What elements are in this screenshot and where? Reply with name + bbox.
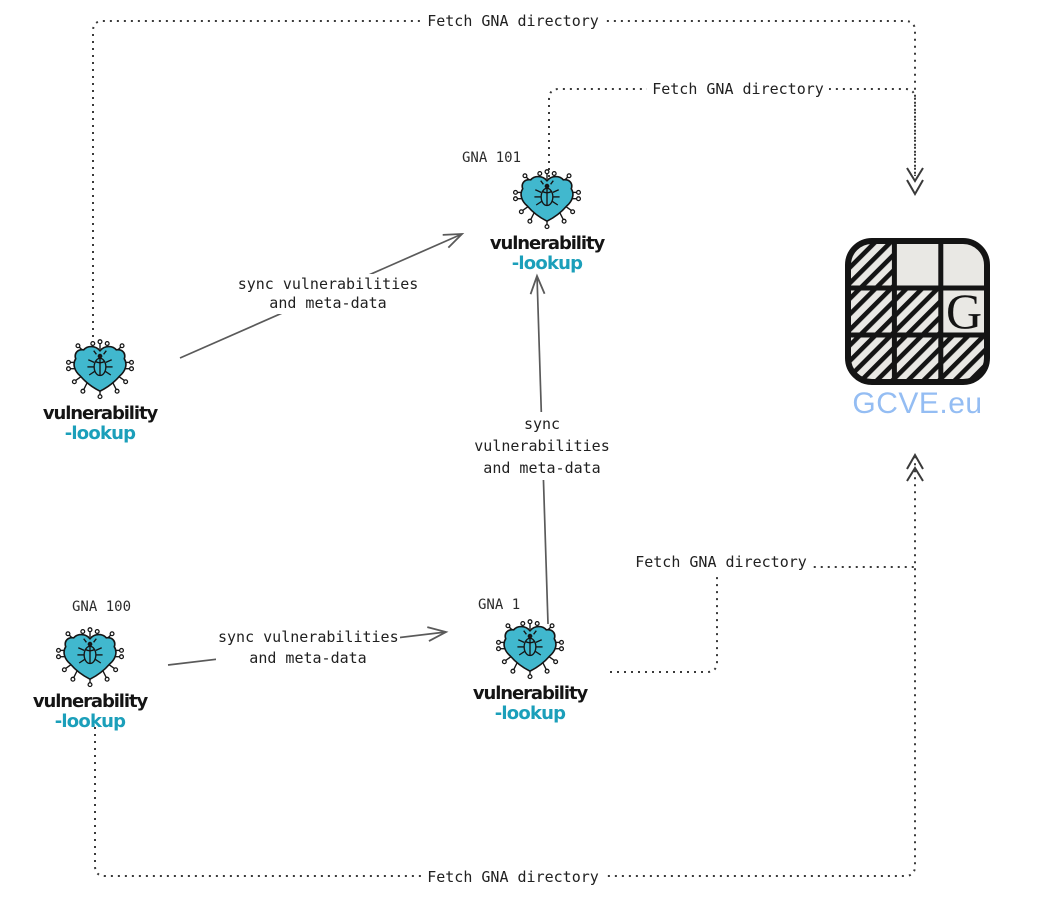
gcve-caption: GCVE.eu xyxy=(852,387,983,420)
vulnerability-lookup-node-gna101: vulnerability -lookup xyxy=(472,169,622,273)
vulnerability-lookup-wordmark: vulnerability -lookup xyxy=(489,233,605,274)
vulnerability-lookup-icon xyxy=(65,339,135,400)
sync-lower-line1: sync vulnerabilities xyxy=(218,628,399,646)
brand-line1: vulnerability xyxy=(489,233,605,254)
sync-lower-line2: and meta-data xyxy=(249,649,367,667)
sync-upper-line2: and meta-data xyxy=(269,294,387,312)
vulnerability-lookup-wordmark: vulnerability -lookup xyxy=(472,683,588,724)
gna1-label: GNA 1 xyxy=(478,597,521,613)
edge-label-fetch-mid: Fetch GNA directory xyxy=(630,552,812,573)
gna100-label: GNA 100 xyxy=(72,599,132,615)
edge-label-fetch-top: Fetch GNA directory xyxy=(422,11,604,32)
brand-line2: -lookup xyxy=(54,711,126,732)
gna101-label: GNA 101 xyxy=(462,150,522,166)
vulnerability-lookup-node-gna100: vulnerability -lookup xyxy=(15,627,165,731)
vulnerability-lookup-node-left: vulnerability -lookup xyxy=(25,339,175,443)
arrowhead-down-icon xyxy=(906,167,924,197)
vulnerability-lookup-icon xyxy=(55,627,125,688)
edge-label-fetch-bottom: Fetch GNA directory xyxy=(422,867,604,888)
sync-vertical-line1: sync xyxy=(523,415,561,433)
sync-vertical-line3: and meta-data xyxy=(483,459,601,477)
brand-line2: -lookup xyxy=(494,703,566,724)
edge-label-sync-vertical: sync vulnerabilities and meta-data xyxy=(464,412,620,480)
edge-label-sync-lower: sync vulnerabilities and meta-data xyxy=(216,626,400,670)
brand-line1: vulnerability xyxy=(472,683,588,704)
vulnerability-lookup-node-gna1: vulnerability -lookup xyxy=(455,619,605,723)
edge-fetch-mid-dotted xyxy=(610,566,915,673)
edge-fetch-upper-dotted xyxy=(548,88,916,177)
gcve-letter: G xyxy=(946,283,982,339)
brand-line1: vulnerability xyxy=(42,403,158,424)
brand-line2: -lookup xyxy=(511,253,583,274)
sync-vertical-line2: vulnerabilities xyxy=(474,437,610,455)
sync-upper-line1: sync vulnerabilities xyxy=(237,275,419,293)
edge-label-fetch-upper: Fetch GNA directory xyxy=(647,79,829,100)
vulnerability-lookup-wordmark: vulnerability -lookup xyxy=(32,691,148,732)
arrowhead-up-icon xyxy=(906,452,924,482)
edge-label-sync-upper: sync vulnerabilities and meta-data xyxy=(228,274,428,314)
vulnerability-lookup-wordmark: vulnerability -lookup xyxy=(42,403,158,444)
vulnerability-lookup-icon xyxy=(512,169,582,230)
gcve-logo-icon: G xyxy=(845,238,990,385)
gcve-node: G GCVE.eu xyxy=(845,238,990,420)
vulnerability-lookup-icon xyxy=(495,619,565,680)
brand-line1: vulnerability xyxy=(32,691,148,712)
brand-line2: -lookup xyxy=(64,423,136,444)
